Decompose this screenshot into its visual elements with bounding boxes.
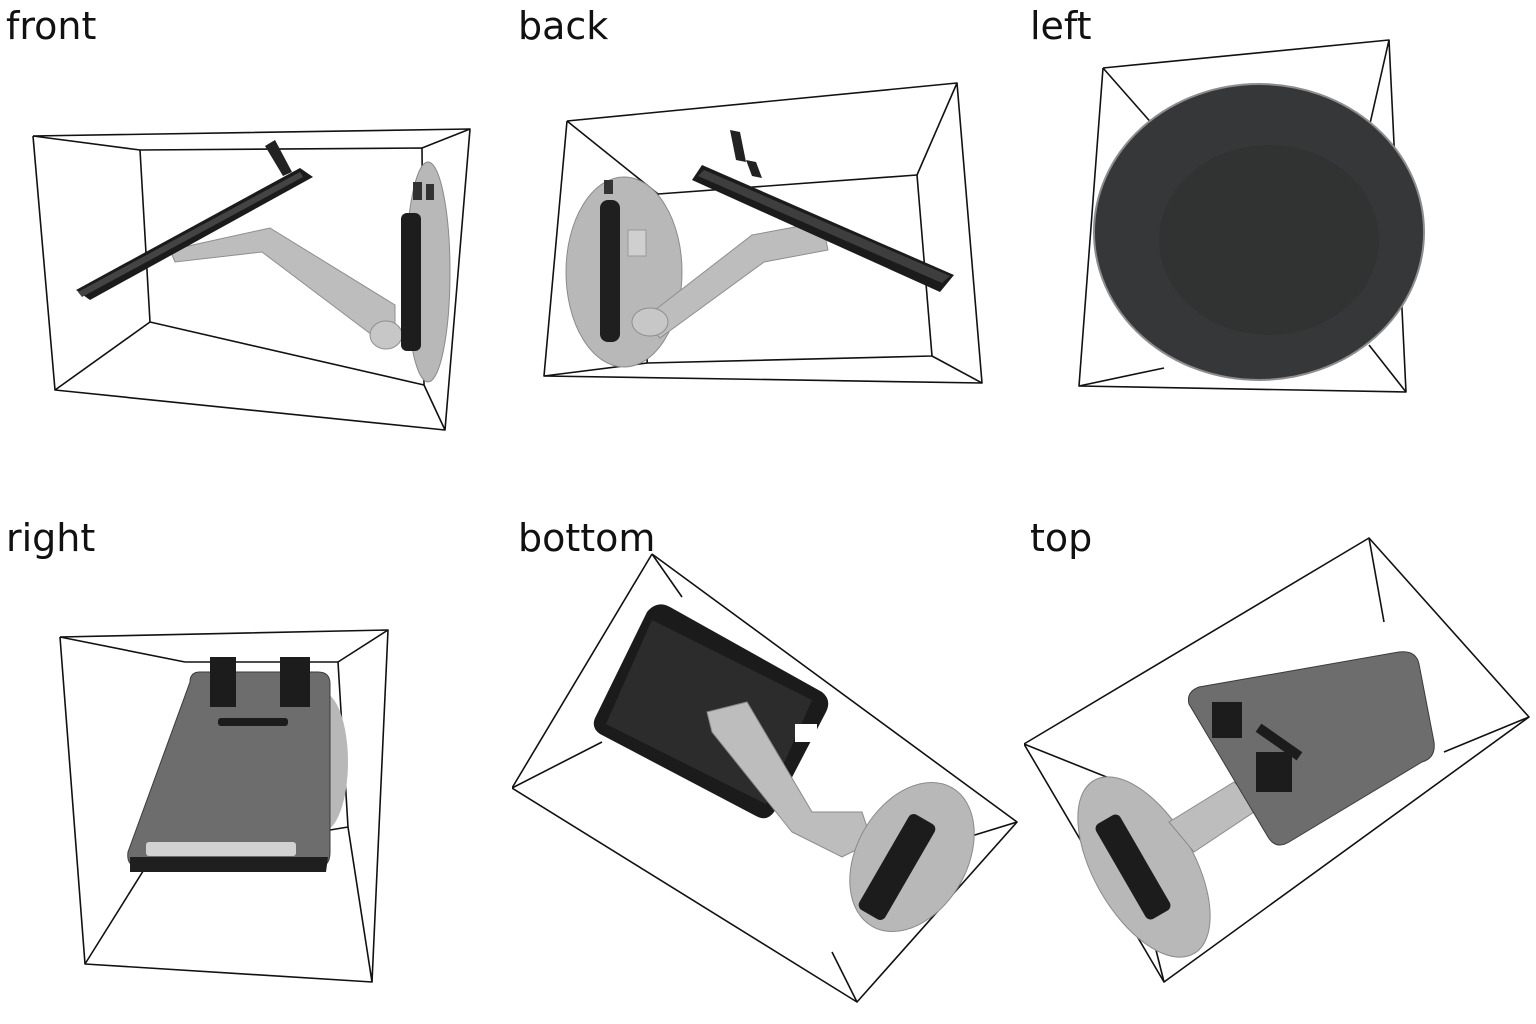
view-label-front: front [6,4,97,48]
view-label-left: left [1030,4,1092,48]
stand-model-right [127,657,348,872]
render-bottom [512,553,1018,1003]
stand-model-top [1077,651,1435,958]
stand-model-bottom [593,604,975,933]
view-panel-bottom: bottom [512,512,1024,1024]
stand-model-left [1093,83,1425,381]
render-left [1078,39,1425,393]
view-panel-right: right [0,512,512,1024]
render-back [543,82,983,384]
stand-model-back [565,130,954,368]
view-label-bottom: bottom [518,516,656,560]
render-top [1024,537,1530,983]
view-panel-left: left [1024,0,1536,512]
render-front [32,128,471,431]
bounding-box-bottom [512,553,1018,1003]
view-panel-top: top [1024,512,1536,1024]
view-label-top: top [1030,516,1093,560]
view-panel-front: front [0,0,512,512]
view-label-back: back [518,4,609,48]
render-right [59,629,389,983]
stand-model-front [76,140,451,383]
view-panel-back: back [512,0,1024,512]
view-label-right: right [6,516,96,560]
